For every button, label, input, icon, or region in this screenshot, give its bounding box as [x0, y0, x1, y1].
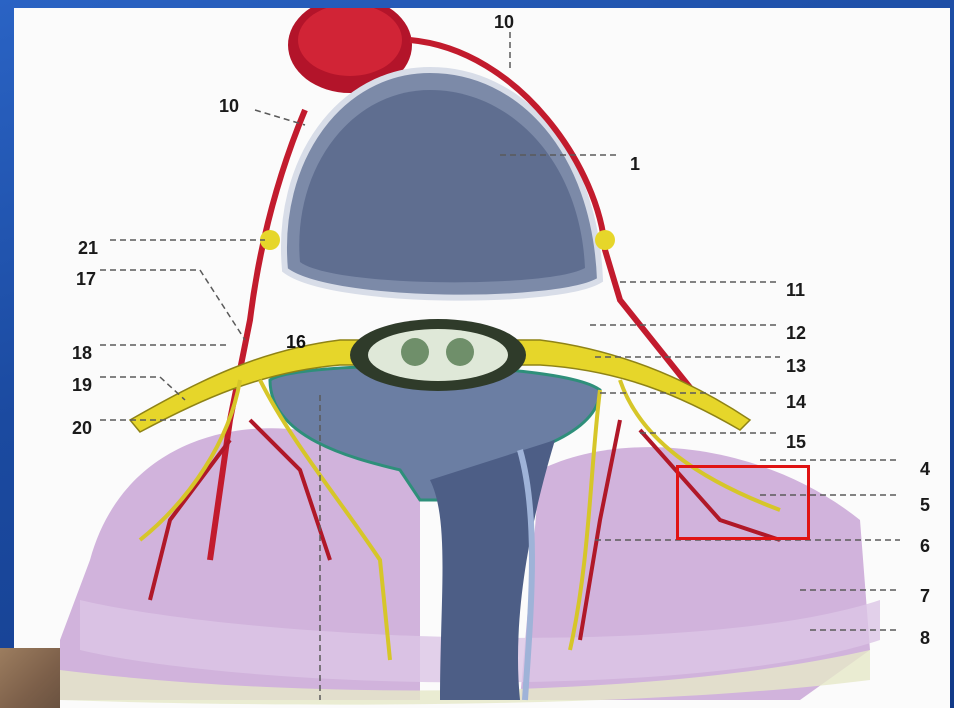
- label-12: 12: [786, 323, 806, 343]
- label-7: 7: [920, 586, 930, 606]
- anatomy-illustration: 1 4 5 6 7 8 10 10 11 12 13 14 15 16 17 1…: [14, 8, 950, 708]
- label-6: 6: [920, 536, 930, 556]
- label-19: 19: [72, 375, 92, 395]
- label-20: 20: [72, 418, 92, 438]
- label-17: 17: [76, 269, 96, 289]
- label-14: 14: [786, 392, 806, 412]
- label-4: 4: [920, 459, 930, 479]
- anatomy-drawing: [14, 8, 950, 708]
- label-5: 5: [920, 495, 930, 515]
- label-15: 15: [786, 432, 806, 452]
- label-11: 11: [786, 280, 805, 300]
- label-21: 21: [78, 238, 98, 258]
- label-1: 1: [630, 154, 640, 174]
- highlight-box: [676, 465, 810, 540]
- corner-photo: [0, 648, 60, 708]
- label-10-top: 10: [494, 12, 514, 32]
- label-16: 16: [286, 332, 306, 352]
- label-18: 18: [72, 343, 92, 363]
- label-8: 8: [920, 628, 930, 648]
- label-13: 13: [786, 356, 806, 376]
- label-10-left: 10: [219, 96, 239, 116]
